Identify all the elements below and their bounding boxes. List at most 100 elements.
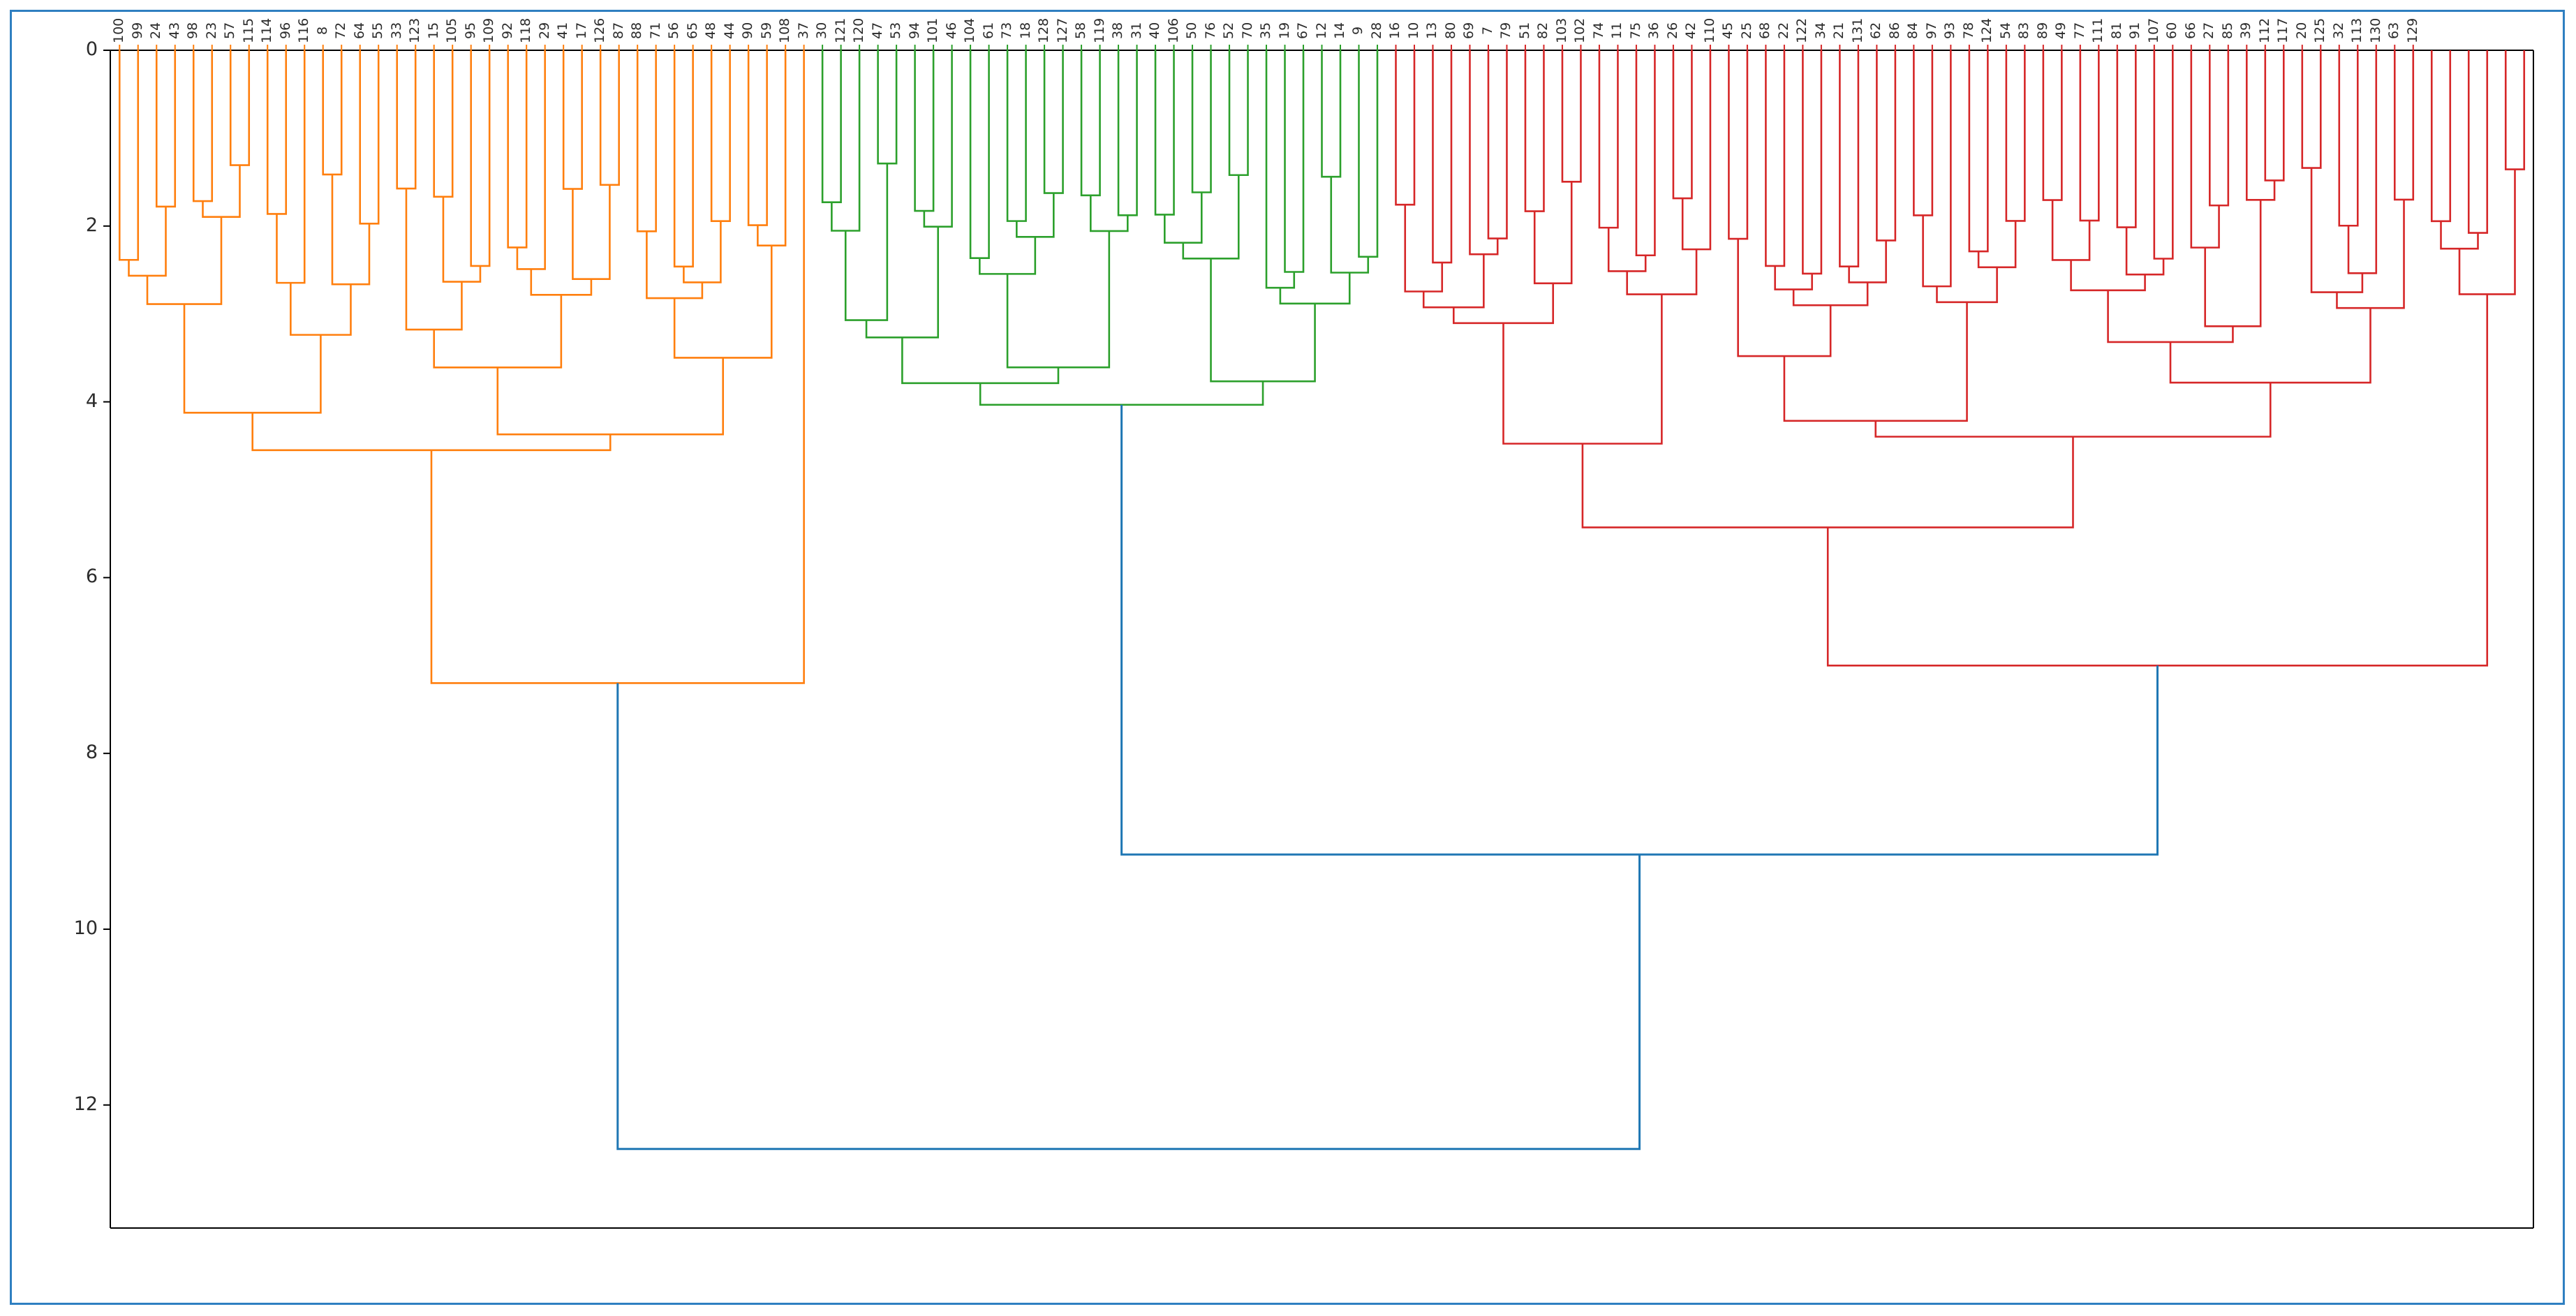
dendrogram-link [1487,50,1508,239]
x-tick-label: 102 [1572,17,1588,44]
x-tick-label: 37 [795,22,811,40]
dendrogram-link [2264,50,2285,182]
dendrogram-link [1182,175,1240,260]
x-tick-label: 19 [1276,22,1292,40]
dendrogram-link [1279,272,1351,305]
x-tick-label: 117 [2275,17,2291,44]
x-tick-label: 109 [481,17,497,44]
x-tick-label: 47 [869,22,885,40]
x-tick-label: 27 [2201,22,2217,40]
dendrogram-link [1117,50,1138,216]
dendrogram-link [2458,169,2516,295]
dendrogram-link [1154,50,1175,216]
dendrogram-link [673,245,773,359]
dendrogram-link [229,50,251,166]
dendrogram-link [1681,50,1712,251]
dendrogram-link [1783,302,1968,422]
y-tick-label: 8 [85,741,98,764]
dendrogram-link [844,163,889,321]
dendrogram-link [251,413,612,452]
x-tick-label: 41 [555,22,571,40]
x-tick-label: 123 [407,17,423,44]
dendrogram-link [1265,50,1296,289]
x-tick-label: 118 [518,17,534,44]
dendrogram-link [683,221,722,283]
dendrogram-link [757,50,787,247]
dendrogram-link [290,283,352,336]
x-tick-label: 78 [1960,22,1976,40]
dendrogram-link [2338,50,2359,227]
dendrogram-link [1043,50,1064,194]
x-tick-label: 25 [1738,22,1754,40]
dendrogram-link [396,50,417,190]
dendrogram-link [1016,193,1055,238]
x-tick-label: 86 [1886,22,1902,40]
dendrogram-link [1672,50,1693,200]
x-tick-label: 105 [444,17,460,44]
dendrogram-link [1432,50,1453,264]
dendrogram-link [470,50,491,267]
x-tick-label: 70 [1239,22,1255,40]
dendrogram-link [2347,50,2378,274]
dendrogram-link [1080,50,1101,197]
x-tick-label: 112 [2256,17,2272,44]
x-tick-label: 98 [185,22,201,40]
dendrogram-link [2430,50,2452,223]
dendrogram-link [1120,404,2159,856]
x-tick-label: 21 [1831,22,1847,40]
x-tick-label: 33 [388,22,404,40]
dendrogram-link [747,50,768,226]
dendrogram-link [2336,199,2405,309]
x-tick-label: 39 [2238,22,2254,40]
x-tick-label: 63 [2386,22,2402,40]
x-tick-label: 45 [1720,22,1736,40]
x-tick-label: 26 [1664,22,1680,40]
x-tick-label: 122 [1794,17,1810,44]
y-tick-label: 0 [85,38,98,60]
x-tick-label: 126 [592,17,608,44]
x-tick-label: 11 [1609,22,1625,40]
x-tick-label: 88 [629,22,645,40]
x-tick-label: 131 [1849,17,1865,44]
dendrogram-link [1977,221,2017,269]
x-tick-label: 49 [2053,22,2069,40]
dendrogram-link [1802,50,1823,275]
x-tick-label: 94 [906,22,922,40]
dendrogram-link [901,337,1060,385]
dendrogram-link [877,50,898,165]
x-tick-label: 73 [999,22,1015,40]
x-tick-label: 90 [740,22,756,40]
dendrogram-link [1228,50,1249,177]
dendrogram-link [1922,50,1952,288]
dendrogram-link [1163,192,1203,244]
x-tick-label: 66 [2182,22,2198,40]
x-tick-label: 71 [647,22,663,40]
dendrogram-link [923,50,953,228]
dendrogram-link [1876,50,1897,242]
x-tick-label: 24 [148,22,164,40]
x-tick-label: 36 [1646,22,1662,40]
dendrogram-link [1502,294,1663,445]
dendrogram-link [1006,50,1027,222]
axes-spines [110,50,2534,1229]
x-tick-label: 62 [1868,22,1884,40]
dendrogram-link [979,381,1264,406]
dendrogram-link [636,50,657,232]
dendrogram-link [2209,50,2230,207]
x-tick-label: 67 [1295,22,1310,40]
x-tick-label: 128 [1036,17,1052,44]
dendrogram-link [530,269,593,296]
dendrogram-link [1839,50,1860,268]
dendrogram-link [710,50,731,223]
dendrogram-link [2042,50,2063,201]
dendrogram-link [1607,228,1647,272]
x-tick-label: 60 [2164,22,2180,40]
dendrogram-link [2190,50,2220,249]
dendrogram-link [1774,265,1813,290]
dendrogram-link [516,50,546,270]
x-tick-label: 13 [1424,22,1440,40]
x-tick-label: 32 [2330,22,2346,40]
x-tick-label: 87 [610,22,626,40]
x-tick-label: 111 [2090,17,2106,44]
